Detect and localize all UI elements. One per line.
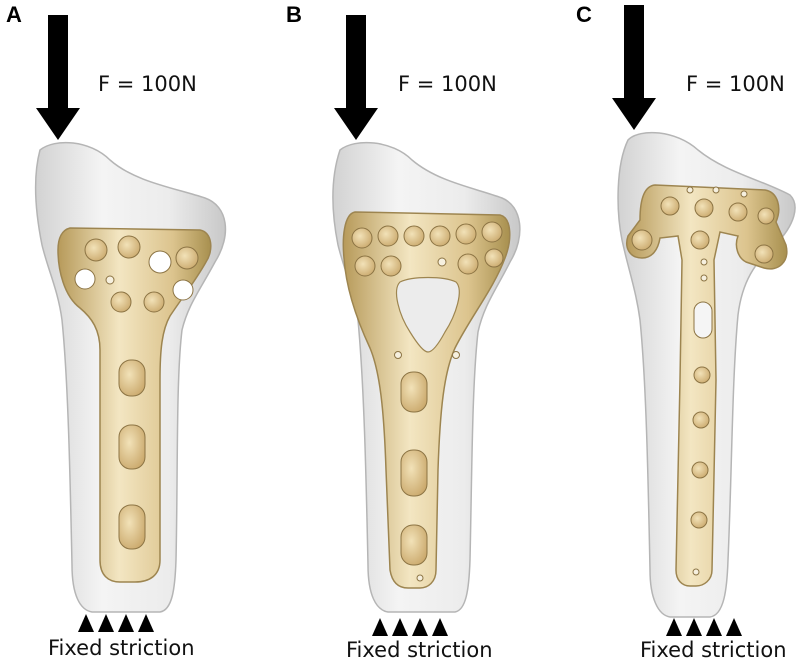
plate-holes-b	[351, 221, 504, 582]
panel-c	[612, 5, 796, 636]
plate-window-b	[396, 276, 460, 353]
panel-b	[332, 15, 521, 636]
force-arrow-c	[612, 5, 656, 130]
force-label-a: F = 100N	[98, 72, 197, 96]
fixed-support-b	[372, 618, 448, 636]
force-label-b: F = 100N	[398, 72, 497, 96]
support-label-a: Fixed striction	[48, 636, 195, 660]
panel-a	[34, 15, 227, 632]
support-label-b: Fixed striction	[346, 638, 493, 662]
force-label-c: F = 100N	[686, 72, 785, 96]
plate-holes-c	[631, 186, 775, 576]
support-label-c: Fixed striction	[640, 638, 787, 662]
panel-label-c: C	[576, 2, 592, 27]
force-arrow-a	[36, 15, 80, 140]
fixed-support-a	[78, 614, 154, 632]
panel-label-b: B	[286, 2, 302, 27]
plate-holes-a	[74, 235, 199, 550]
volar-plate-a	[57, 227, 212, 583]
t-plate-head-c	[626, 184, 788, 587]
panel-label-a: A	[6, 2, 22, 27]
fixed-support-c	[666, 618, 742, 636]
force-arrow-b	[334, 15, 378, 140]
